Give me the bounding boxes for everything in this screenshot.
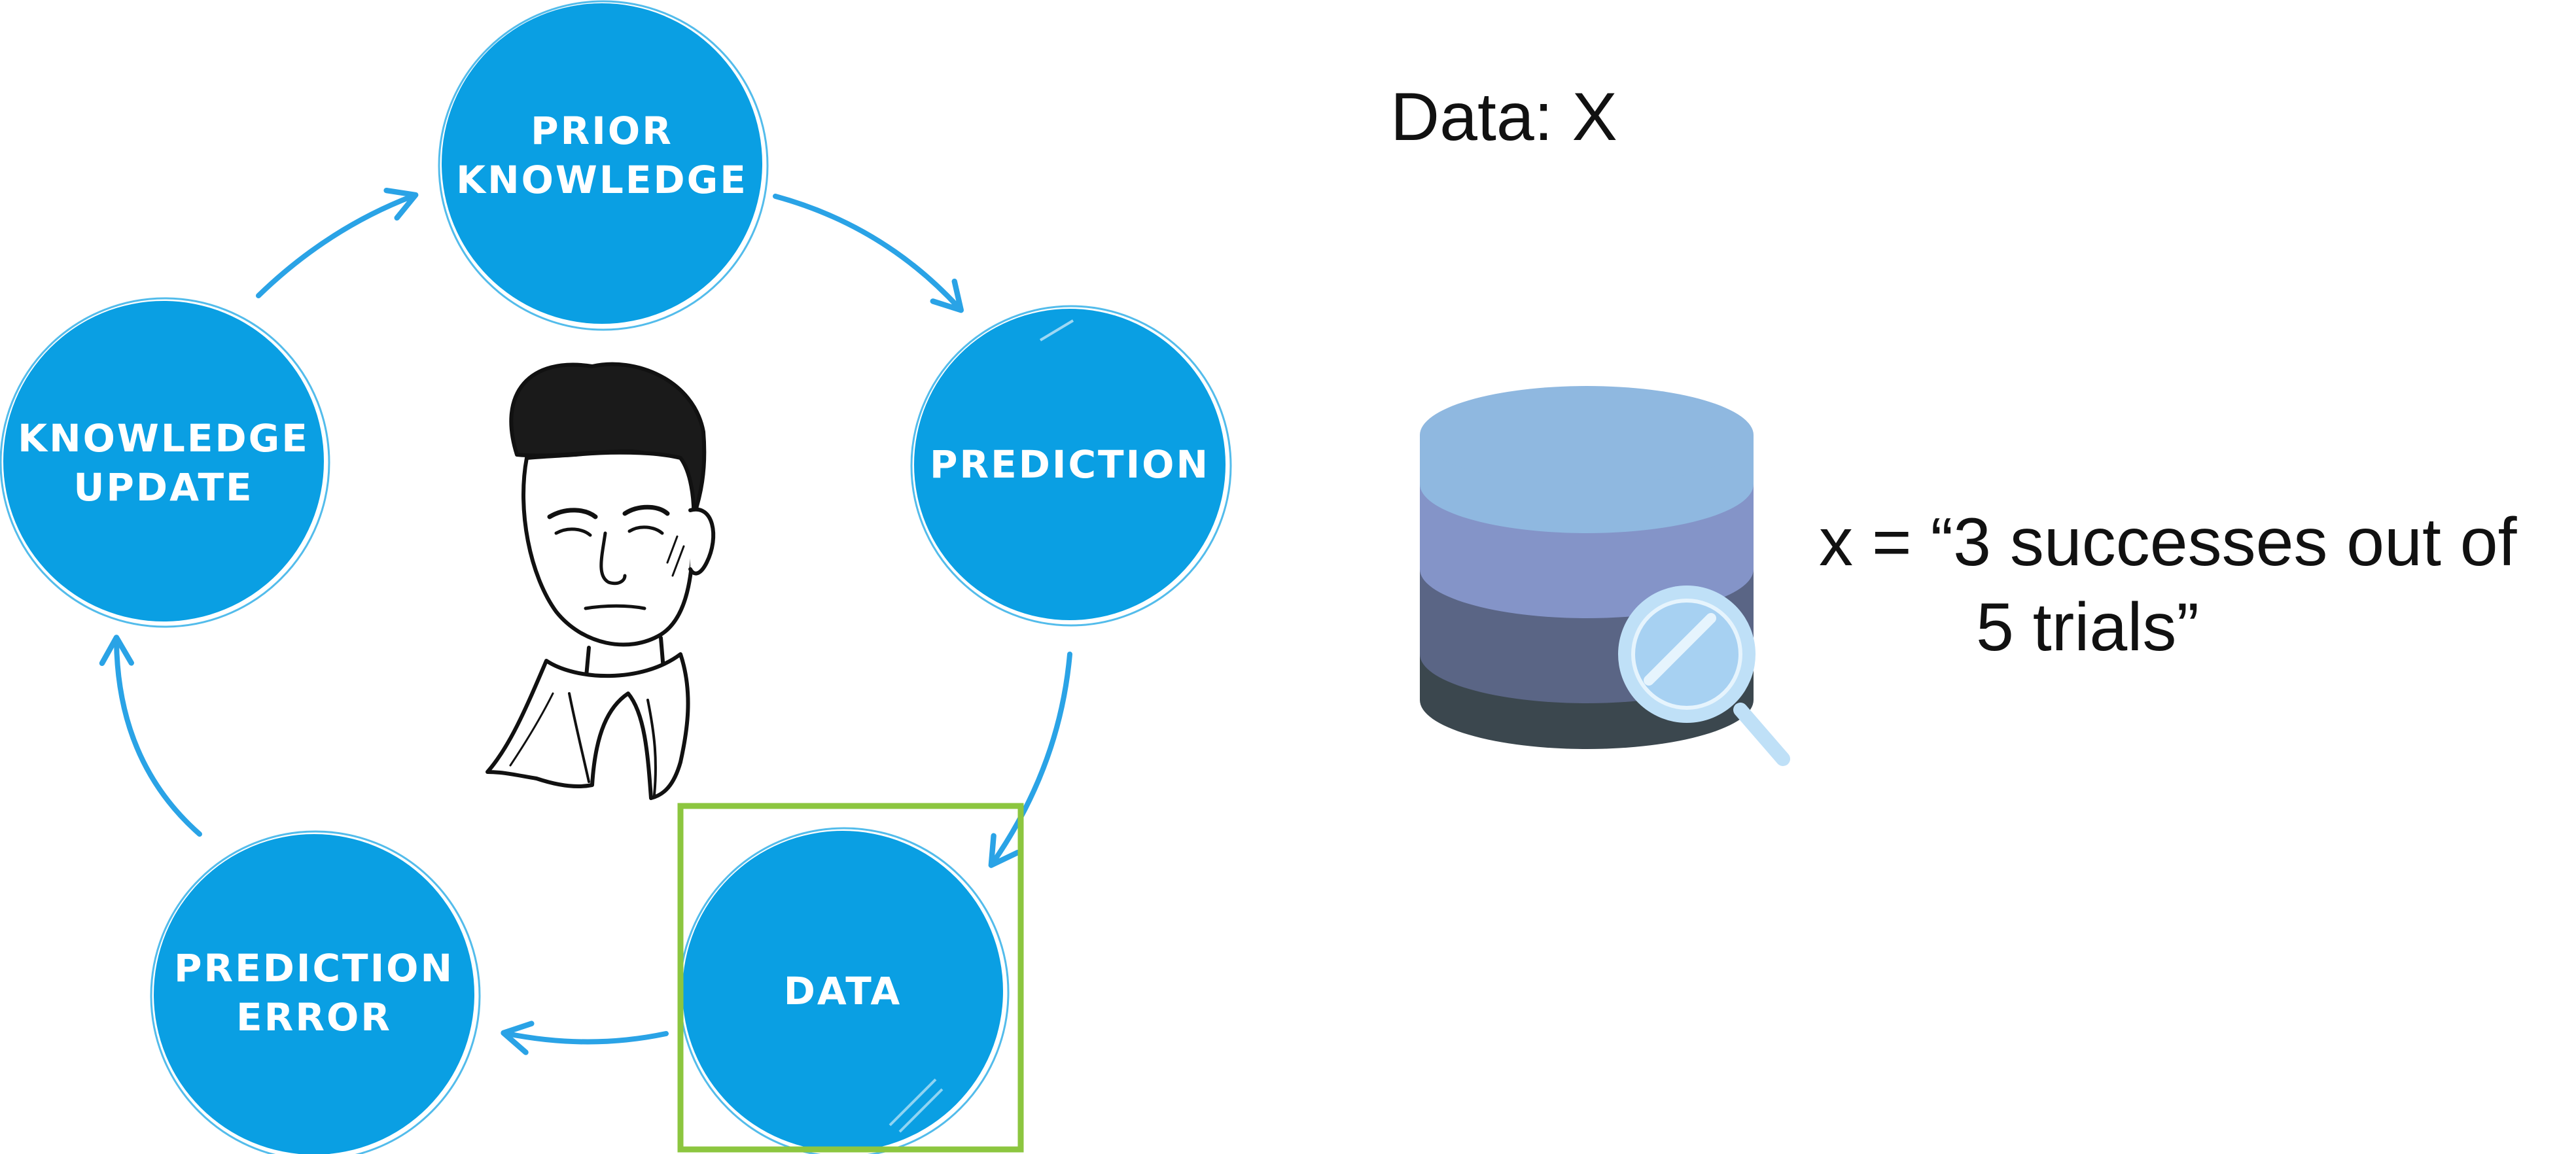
arrow-prior-to-prediction	[773, 194, 964, 313]
node-label-line1: PREDICTION	[174, 946, 454, 990]
node-label-line2: KNOWLEDGE	[456, 158, 748, 202]
magnifier-icon	[1618, 586, 1790, 766]
node-circle	[442, 3, 762, 324]
node-label-line2: UPDATE	[73, 465, 253, 510]
highlight-frame	[677, 803, 1024, 1153]
portrait-illustration	[485, 362, 716, 800]
observation-line1: x = “3 successes out of	[1819, 504, 2517, 580]
node-prediction: PREDICTION	[910, 305, 1232, 627]
node-circle	[3, 301, 324, 621]
node-label-line1: PRIOR	[531, 109, 673, 153]
node-knowledge-update: KNOWLEDGE UPDATE	[0, 297, 330, 628]
node-label-line1: DATA	[784, 969, 902, 1013]
arrow-error-to-update	[99, 635, 202, 837]
panel-title: Data: X	[1390, 79, 1617, 155]
node-label-line1: KNOWLEDGE	[18, 416, 309, 461]
database-search-icon	[1420, 386, 1790, 766]
cycle-arrows	[99, 187, 1072, 1055]
node-label-line1: PREDICTION	[930, 442, 1210, 487]
node-prediction-error: PREDICTION ERROR	[150, 830, 481, 1154]
node-data: DATA	[679, 827, 1010, 1154]
node-circle	[154, 834, 474, 1154]
node-circle	[914, 309, 1226, 620]
node-circle	[682, 831, 1003, 1151]
arrow-update-to-prior	[256, 187, 419, 298]
arrow-prediction-to-data	[988, 652, 1072, 868]
node-label-line2: ERROR	[236, 995, 392, 1040]
observation-line2: 5 trials”	[1976, 589, 2199, 665]
arrow-data-to-error	[501, 1021, 669, 1055]
node-prior-knowledge: PRIOR KNOWLEDGE	[438, 0, 769, 331]
